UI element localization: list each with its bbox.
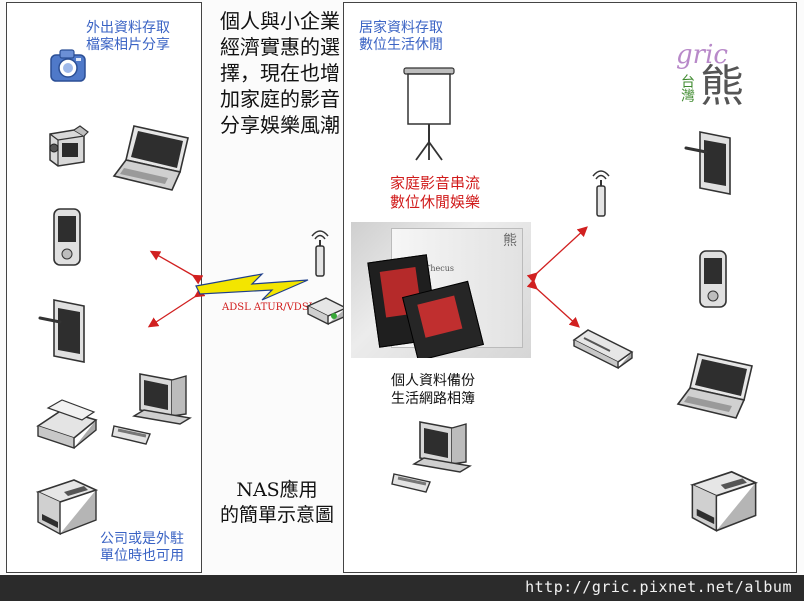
lightning-bolt-icon [195, 273, 309, 301]
nas-device-photo: Thecus 熊 [351, 222, 531, 358]
left-bottom-label-line2: 單位時也可用 [100, 548, 184, 564]
center-caption-line2: 的簡單示意圖 [219, 504, 334, 526]
left-top-label-line2: 檔案相片分享 [86, 37, 170, 53]
left-bottom-label: 公司或是外駐 單位時也可用 [100, 531, 184, 565]
watermark-script-text: gric [676, 40, 728, 70]
antenna-icon-right [592, 170, 610, 217]
arrow-left-lower [147, 287, 206, 328]
media-streaming-label-line2: 數位休閒娛樂 [389, 193, 480, 211]
arrow-left-upper [149, 250, 204, 285]
right-top-label-line2: 數位生活休閒 [359, 37, 443, 53]
laptop-icon-left [112, 125, 189, 191]
center-caption-line1: NAS應用 [236, 479, 318, 501]
left-top-label-line1: 外出資料存取 [86, 20, 170, 36]
footer-url: http://gric.pixnet.net/album [525, 578, 792, 596]
right-top-label: 居家資料存取 數位生活休閒 [359, 20, 443, 54]
center-headline-line1: 個人與小企業 [220, 9, 340, 33]
printer-icon-left [35, 479, 99, 536]
left-bottom-label-line1: 公司或是外駐 [100, 531, 184, 547]
center-headline-line4: 加家庭的影音 [220, 87, 340, 111]
pda-icon-right [699, 250, 727, 308]
watermark-small-text: 台灣 [679, 74, 695, 102]
projector-screen-icon [403, 67, 455, 161]
right-top-label-line1: 居家資料存取 [359, 20, 443, 36]
diagram-frame: 外出資料存取 檔案相片分享 公司或是外駐 單位時也可用 [6, 2, 797, 573]
nas-photo-watermark: 熊 [503, 233, 517, 249]
center-headline: 個人與小企業 經濟實惠的選 擇，現在也增 加家庭的影音 分享娛樂風潮 [218, 8, 342, 138]
connections-overlay [147, 226, 588, 328]
camera-icon [50, 49, 86, 82]
backup-label: 個人資料備份 生活網路相簿 [378, 372, 488, 408]
arrow-right-upper [526, 226, 588, 284]
desktop-computer-icon-right [391, 421, 472, 493]
backup-label-line1: 個人資料備份 [391, 373, 475, 389]
media-streaming-label: 家庭影音串流 數位休閒娛樂 [380, 174, 490, 212]
adsl-label: ADSL ATUR/VDSL [222, 302, 316, 313]
tablet-icon-left [38, 299, 85, 363]
left-top-label: 外出資料存取 檔案相片分享 [86, 20, 170, 54]
media-streaming-label-line1: 家庭影音串流 [389, 174, 480, 192]
camcorder-icon [49, 125, 89, 167]
antenna-icon-center [311, 230, 329, 277]
footer-bar: http://gric.pixnet.net/album [0, 575, 804, 601]
center-caption: NAS應用 的簡單示意圖 [212, 478, 342, 528]
nas-brand-label: Thecus [425, 264, 454, 273]
tablet-icon-right [684, 131, 731, 195]
desktop-computer-icon-left [111, 373, 192, 445]
network-switch-icon [572, 329, 634, 370]
center-headline-line2: 經濟實惠的選 [220, 35, 340, 59]
watermark-glyph: 熊 [700, 61, 744, 112]
pda-icon-left [53, 208, 81, 266]
backup-label-line2: 生活網路相簿 [391, 391, 475, 407]
watermark-logo: gric 熊 台灣 [662, 40, 766, 122]
printer-icon-right [689, 470, 759, 533]
scanner-icon [36, 399, 98, 449]
center-headline-line3: 擇，現在也增 [220, 61, 340, 85]
center-headline-line5: 分享娛樂風潮 [220, 113, 340, 137]
laptop-icon-right [676, 353, 753, 419]
arrow-right-lower [526, 278, 580, 328]
